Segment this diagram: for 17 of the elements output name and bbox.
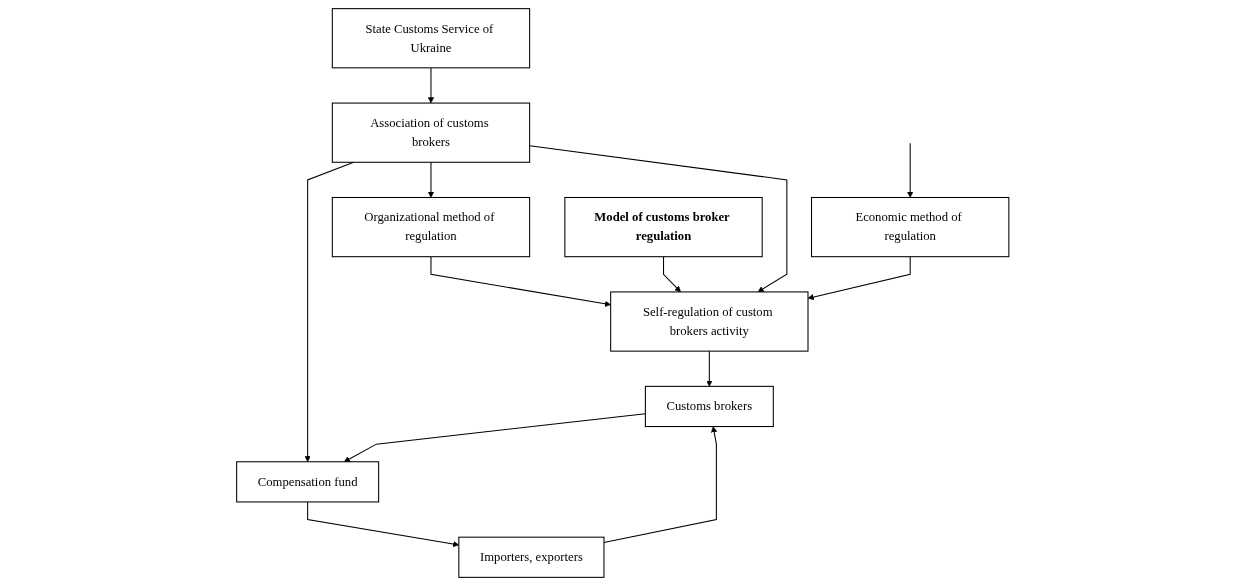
node-box: Self-regulation of custom brokers activity [610,290,809,352]
node-box: State Customs Service of Ukraine [332,7,531,68]
node-box: Association of customs brokers [332,102,531,163]
arrow [706,350,713,387]
arrow [307,500,460,547]
arrow [428,66,435,103]
node-box: Economic method of regulation [811,196,1010,257]
node-box: Compensation fund [236,460,380,502]
node-box: Model of customs broker regulation [564,196,763,257]
arrow [304,161,355,462]
arrow [663,255,682,292]
arrow [907,142,914,198]
arrow [529,144,788,292]
arrow [428,161,435,198]
node-box: Organizational method of regulation [332,196,531,257]
node-box: Importers, exporters [458,536,605,578]
node-box: Customs brokers [645,385,775,427]
